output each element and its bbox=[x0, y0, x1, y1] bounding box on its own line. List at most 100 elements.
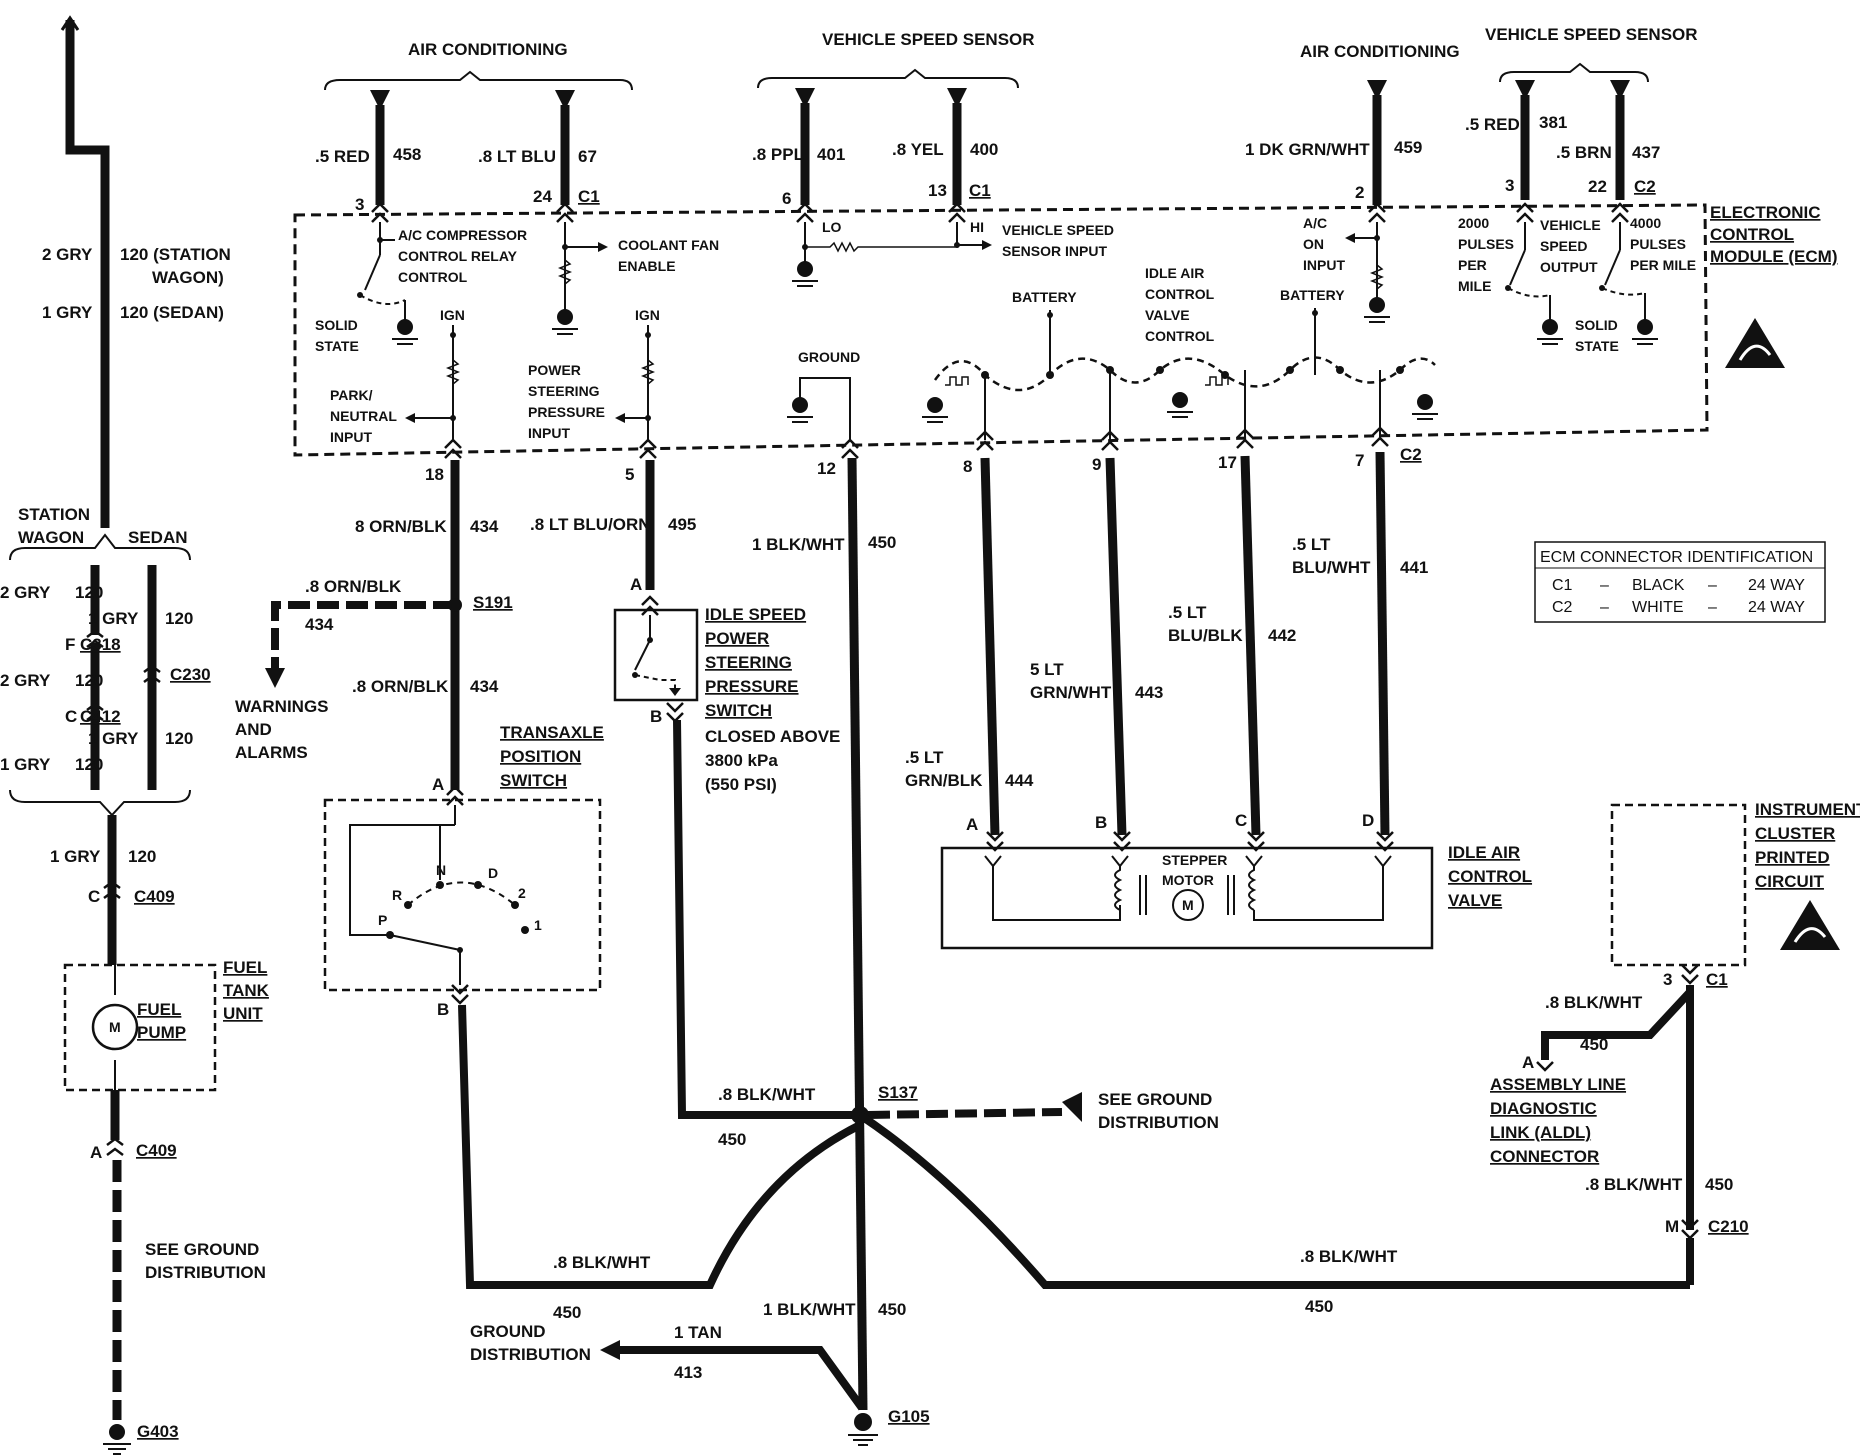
solid-state-label: SOLID bbox=[1575, 317, 1618, 333]
pin-label: A bbox=[90, 1143, 102, 1162]
solid-state-label: STATE bbox=[1575, 338, 1619, 354]
wire-label: .5 RED bbox=[1465, 115, 1520, 134]
iac-control-label: VALVE bbox=[1145, 307, 1190, 323]
power-steering-label: INPUT bbox=[528, 425, 570, 441]
cluster-label: INSTRUMENT bbox=[1755, 800, 1860, 819]
conn-row-dash: – bbox=[1708, 577, 1717, 594]
closed-above-label: (550 PSI) bbox=[705, 775, 777, 794]
transaxle-switch-box bbox=[323, 798, 602, 992]
pin-label: A bbox=[432, 775, 444, 794]
conn-row-dash: – bbox=[1708, 599, 1717, 616]
ground-icon bbox=[922, 397, 948, 423]
fuel-pump-label: PUMP bbox=[137, 1023, 186, 1042]
pin-label: A bbox=[630, 575, 642, 594]
ground-icon bbox=[1537, 319, 1563, 345]
pin-label: 18 bbox=[425, 465, 444, 484]
iac-control-label: IDLE AIR bbox=[1145, 265, 1204, 281]
wire-label: 1 TAN bbox=[674, 1323, 722, 1342]
wire-label: 1 GRY bbox=[42, 303, 93, 322]
wire-437: .5 BRN 437 22 C2 bbox=[1556, 80, 1660, 200]
connector-c1: C1 bbox=[969, 181, 991, 200]
ac-left-header: AIR CONDITIONING bbox=[408, 40, 568, 59]
wire-459: 1 DK GRN/WHT 459 2 bbox=[1245, 80, 1422, 205]
fuel-tank-label: UNIT bbox=[223, 1004, 263, 1023]
wire-label: 1 BLK/WHT bbox=[752, 535, 845, 554]
wire-label: 1 GRY bbox=[50, 847, 101, 866]
ac-relay-label: CONTROL bbox=[398, 269, 468, 285]
aldl-label: ASSEMBLY LINE bbox=[1490, 1075, 1626, 1094]
circuit-label: 495 bbox=[668, 515, 696, 534]
ps-switch-box bbox=[613, 608, 699, 702]
option-brace-top bbox=[9, 533, 191, 561]
power-steering-label: STEERING bbox=[528, 383, 600, 399]
instrument-cluster-circuit: INSTRUMENT CLUSTER PRINTED CIRCUIT 3 C1 … bbox=[1490, 800, 1860, 1285]
ground-icon bbox=[1632, 319, 1658, 345]
circuit-label: 450 bbox=[1705, 1175, 1733, 1194]
circuit-label: 434 bbox=[470, 677, 499, 696]
pin-label: 9 bbox=[1092, 455, 1101, 474]
pin-label: C bbox=[88, 887, 100, 906]
esd-warning-icon bbox=[1725, 318, 1785, 368]
circuit-label: 450 bbox=[878, 1300, 906, 1319]
pulses-4000-label: 4000 bbox=[1630, 215, 1661, 231]
see-ground-label: DISTRIBUTION bbox=[145, 1263, 266, 1282]
option-brace-bottom bbox=[9, 789, 191, 817]
solid-state-label: SOLID bbox=[315, 317, 358, 333]
wire-381: .5 RED 381 3 bbox=[1465, 80, 1567, 200]
wire-label: .8 LT BLU/ORN bbox=[530, 515, 651, 534]
cluster-label: CIRCUIT bbox=[1755, 872, 1825, 891]
circuit-label: 400 bbox=[970, 140, 998, 159]
battery-label: BATTERY bbox=[1280, 287, 1345, 303]
circuit-label: 434 bbox=[305, 615, 334, 634]
stepper-motor-label: STEPPER bbox=[1162, 852, 1227, 868]
pin-label: 5 bbox=[625, 465, 634, 484]
park-neutral-label: PARK/ bbox=[330, 387, 373, 403]
circuit-label: 120 bbox=[128, 847, 156, 866]
wire-label: .5 LT bbox=[1292, 535, 1331, 554]
circuit-label: 381 bbox=[1539, 113, 1567, 132]
wire-120-main bbox=[65, 20, 110, 528]
ign-label: IGN bbox=[440, 307, 465, 323]
station-wagon-label: STATION bbox=[18, 505, 90, 524]
conn-row-color: BLACK bbox=[1632, 577, 1685, 594]
wire-label: .5 LT bbox=[1168, 603, 1207, 622]
circuit-label: 443 bbox=[1135, 683, 1163, 702]
ac-on-label: INPUT bbox=[1303, 257, 1345, 273]
iac-valve-label: CONTROL bbox=[1448, 867, 1532, 886]
pin-label: 17 bbox=[1218, 453, 1237, 472]
wire-label: 2 GRY bbox=[42, 245, 93, 264]
top-headers: AIR CONDITIONING VEHICLE SPEED SENSOR AI… bbox=[324, 25, 1698, 91]
ecm-label: CONTROL bbox=[1710, 225, 1794, 244]
ground-icon bbox=[552, 309, 578, 335]
wire-label: .8 ORN/BLK bbox=[352, 677, 449, 696]
motor-symbol: M bbox=[1182, 897, 1194, 913]
pin-label: B bbox=[1095, 813, 1107, 832]
pin-label: D bbox=[1362, 811, 1374, 830]
wire-label: 1 DK GRN/WHT bbox=[1245, 140, 1370, 159]
sedan-label: SEDAN bbox=[128, 528, 188, 547]
gear-1: 1 bbox=[534, 917, 542, 933]
connector-c412: C412 bbox=[80, 707, 121, 726]
fuel-pump-label: FUEL bbox=[137, 1000, 181, 1019]
circuit-label: 67 bbox=[578, 147, 597, 166]
wire-label: .5 RED bbox=[315, 147, 370, 166]
vss-input-label: VEHICLE SPEED bbox=[1002, 222, 1114, 238]
see-ground-label: DISTRIBUTION bbox=[1098, 1113, 1219, 1132]
wire-label: .8 BLK/WHT bbox=[1300, 1247, 1398, 1266]
closed-above-label: CLOSED ABOVE bbox=[705, 727, 840, 746]
circuit-label: 120 (SEDAN) bbox=[120, 303, 224, 322]
pin-label: 3 bbox=[355, 195, 364, 214]
circuit-label: 437 bbox=[1632, 143, 1660, 162]
wire-label: 1 GRY bbox=[88, 609, 139, 628]
wire-label: .5 BRN bbox=[1556, 143, 1612, 162]
wire-label: 1 GRY bbox=[88, 729, 139, 748]
circuit-label: 450 bbox=[868, 533, 896, 552]
wire-label: 1 BLK/WHT bbox=[763, 1300, 856, 1319]
connector-c2: C2 bbox=[1634, 177, 1656, 196]
idle-switch-label: SWITCH bbox=[705, 701, 772, 720]
instrument-cluster-box bbox=[1610, 803, 1747, 967]
warnings-label: AND bbox=[235, 720, 272, 739]
ground-g105: G105 bbox=[888, 1407, 930, 1426]
wire-label: .8 PPL bbox=[752, 145, 804, 164]
vss-right-header: VEHICLE SPEED SENSOR bbox=[1485, 25, 1698, 44]
